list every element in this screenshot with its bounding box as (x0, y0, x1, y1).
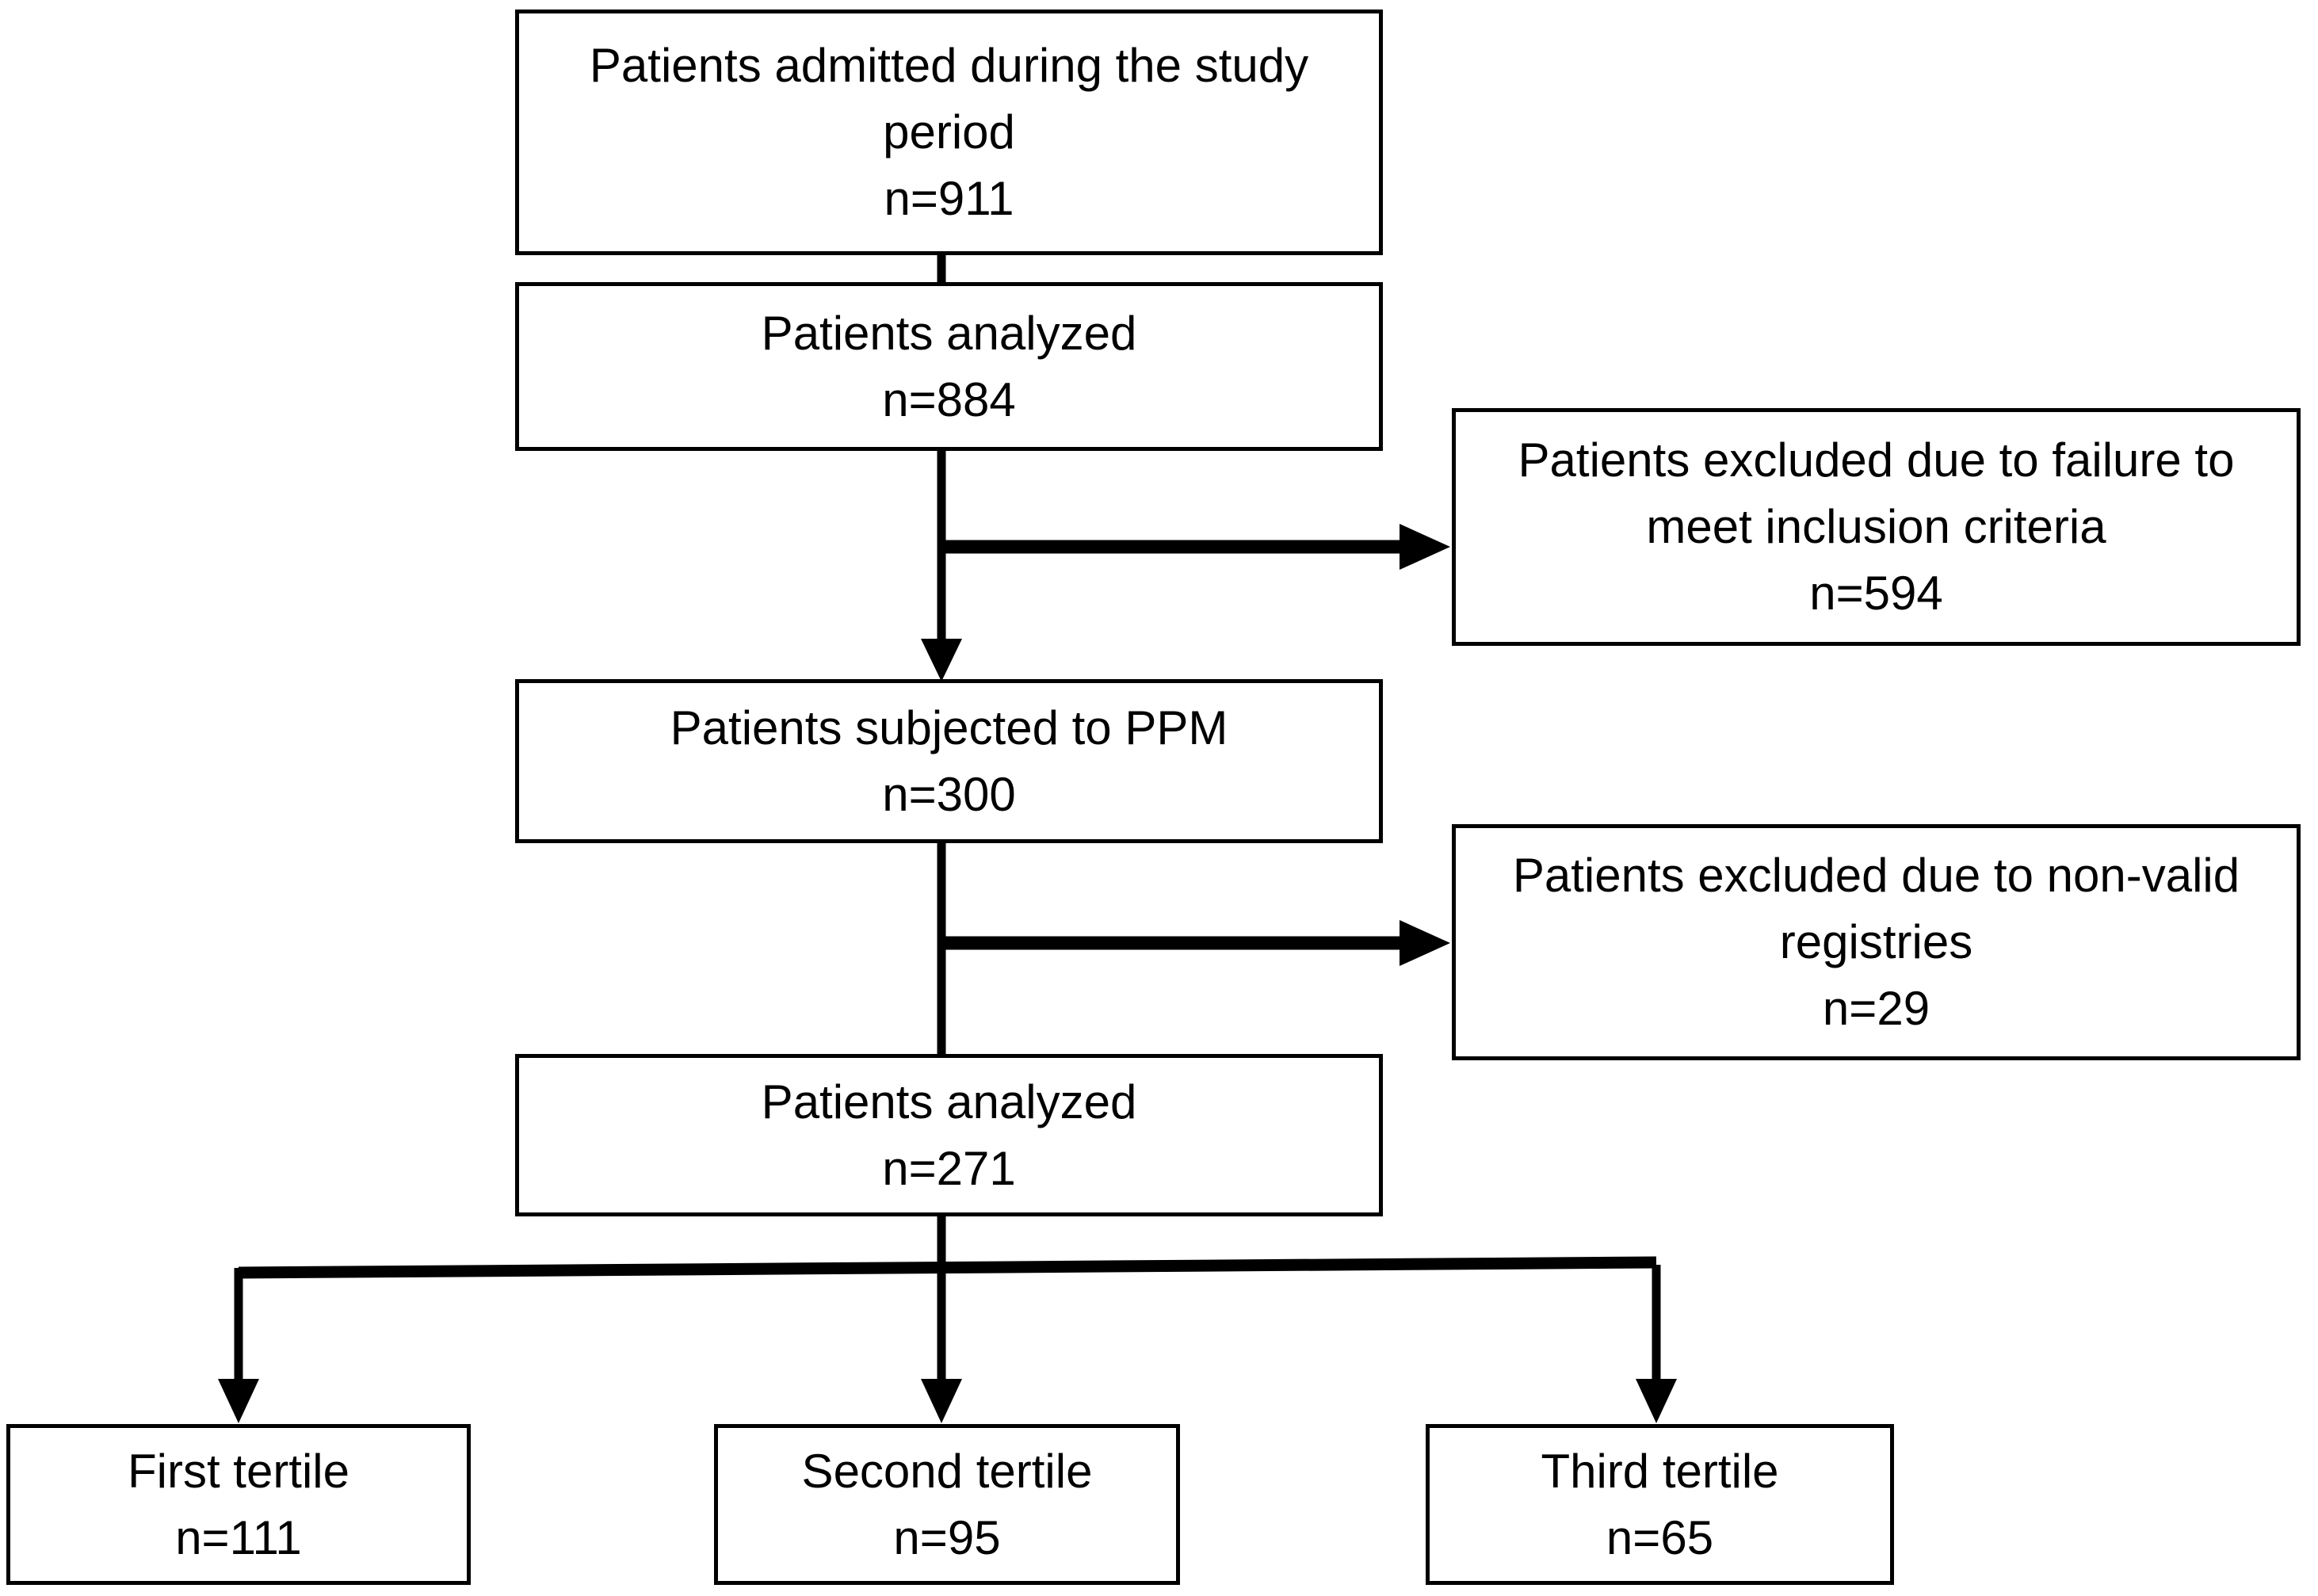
arrowhead-right-exclusion-registries-icon (1400, 920, 1450, 966)
box-patients-analyzed-final-line-1: Patients analyzed (761, 1075, 1137, 1128)
arrowhead-down-tertile-first-icon (218, 1379, 259, 1423)
box-tertile-second-count: n=95 (893, 1510, 1001, 1564)
box-patients-admitted-count: n=911 (884, 172, 1014, 225)
box-tertile-first-count: n=111 (175, 1510, 302, 1564)
box-patients-analyzed-first-line-1: Patients analyzed (761, 306, 1137, 360)
box-excluded-inclusion-criteria: Patients excluded due to failure to meet… (1452, 408, 2301, 646)
box-excluded-inclusion-count: n=594 (1809, 567, 1943, 620)
box-tertile-third: Third tertile n=65 (1426, 1424, 1894, 1585)
box-patients-analyzed-first-count: n=884 (882, 372, 1016, 426)
box-patients-analyzed-final: Patients analyzed n=271 (515, 1054, 1383, 1216)
box-tertile-second: Second tertile n=95 (714, 1424, 1180, 1585)
box-excluded-registries: Patients excluded due to non-valid regis… (1452, 824, 2301, 1060)
arrowhead-right-exclusion-inclusion-icon (1400, 524, 1450, 570)
box-tertile-third-label: Third tertile (1541, 1444, 1779, 1498)
box-tertile-third-count: n=65 (1606, 1510, 1714, 1564)
box-patients-analyzed-first: Patients analyzed n=884 (515, 282, 1383, 451)
box-patients-admitted: Patients admitted during the study perio… (515, 10, 1383, 255)
box-patients-admitted-line-1: Patients admitted during the study (589, 39, 1309, 92)
box-tertile-first-label: First tertile (127, 1444, 350, 1498)
box-patients-analyzed-final-count: n=271 (882, 1141, 1016, 1195)
box-patients-ppm-count: n=300 (882, 767, 1016, 821)
arrowhead-down-ppm-icon (921, 639, 962, 682)
arrowhead-down-tertile-third-icon (1636, 1379, 1677, 1423)
box-excluded-inclusion-line-1: Patients excluded due to failure to (1518, 433, 2235, 487)
box-patients-ppm: Patients subjected to PPM n=300 (515, 679, 1383, 843)
box-patients-ppm-line-1: Patients subjected to PPM (670, 701, 1228, 754)
box-excluded-registries-count: n=29 (1822, 982, 1930, 1035)
branch-bar (238, 1256, 1657, 1279)
box-excluded-registries-line-1: Patients excluded due to non-valid (1512, 849, 2240, 902)
arrowhead-down-tertile-second-icon (921, 1379, 962, 1423)
box-tertile-first: First tertile n=111 (6, 1424, 471, 1585)
box-tertile-second-label: Second tertile (801, 1444, 1093, 1498)
box-excluded-registries-line-2: registries (1779, 915, 1973, 968)
box-excluded-inclusion-line-2: meet inclusion criteria (1646, 500, 2106, 553)
box-patients-admitted-line-2: period (883, 105, 1015, 158)
